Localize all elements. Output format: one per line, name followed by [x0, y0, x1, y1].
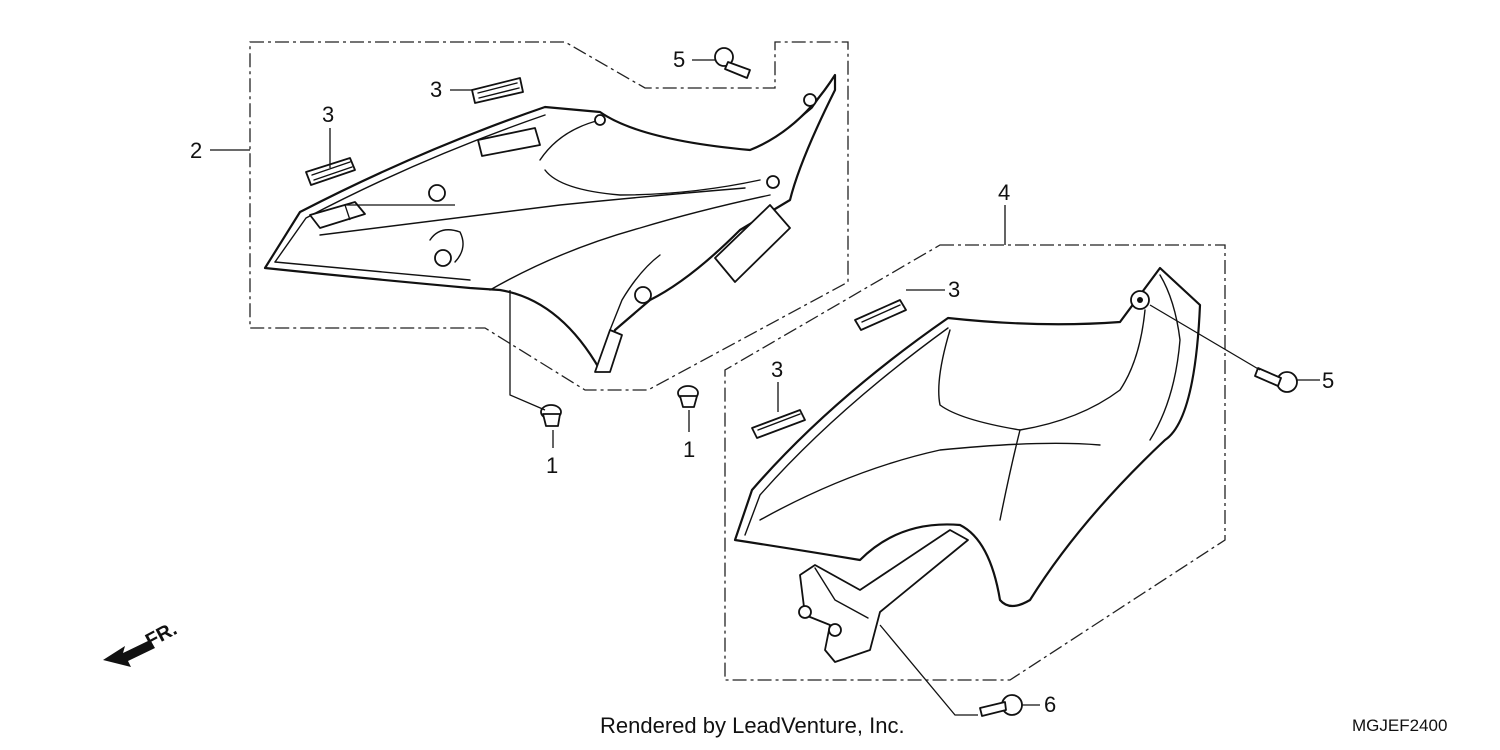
part-1-grommet-left	[540, 404, 562, 427]
part-3-tape-lower-left	[751, 409, 806, 439]
render-credit: Rendered by LeadVenture, Inc.	[600, 713, 905, 738]
callout-3-upper-left: 3	[322, 102, 334, 127]
part-6-screw	[979, 694, 1023, 717]
diagram-code: MGJEF2400	[1352, 716, 1447, 735]
callout-1-left: 1	[546, 453, 558, 478]
callout-5-top: 5	[673, 47, 685, 72]
upper-assembly-boundary	[249, 41, 849, 391]
part-3-tape-upper-top	[471, 77, 524, 104]
part-5-bolt-top	[714, 47, 751, 79]
callout-2: 2	[190, 138, 202, 163]
part-1-grommet-right	[677, 385, 699, 408]
callout-4: 4	[998, 180, 1010, 205]
callout-5-right: 5	[1322, 368, 1334, 393]
callout-6: 6	[1044, 692, 1056, 717]
part-3-tape-lower-right	[854, 299, 907, 331]
part-4-lower-side-cover	[733, 266, 1202, 663]
callout-1-right: 1	[683, 437, 695, 462]
part-2-upper-side-cover	[263, 73, 837, 373]
callout-3-upper-top: 3	[430, 77, 442, 102]
callout-3-lower-left: 3	[771, 357, 783, 382]
arrow-left-icon	[103, 640, 155, 667]
part-5-bolt-right	[1254, 367, 1298, 393]
leader-lines	[210, 59, 1320, 716]
callout-3-lower-right: 3	[948, 277, 960, 302]
front-direction-arrow: FR.	[103, 618, 181, 667]
lower-assembly-boundary	[724, 244, 1226, 681]
part-3-tape-upper-left	[305, 157, 356, 186]
